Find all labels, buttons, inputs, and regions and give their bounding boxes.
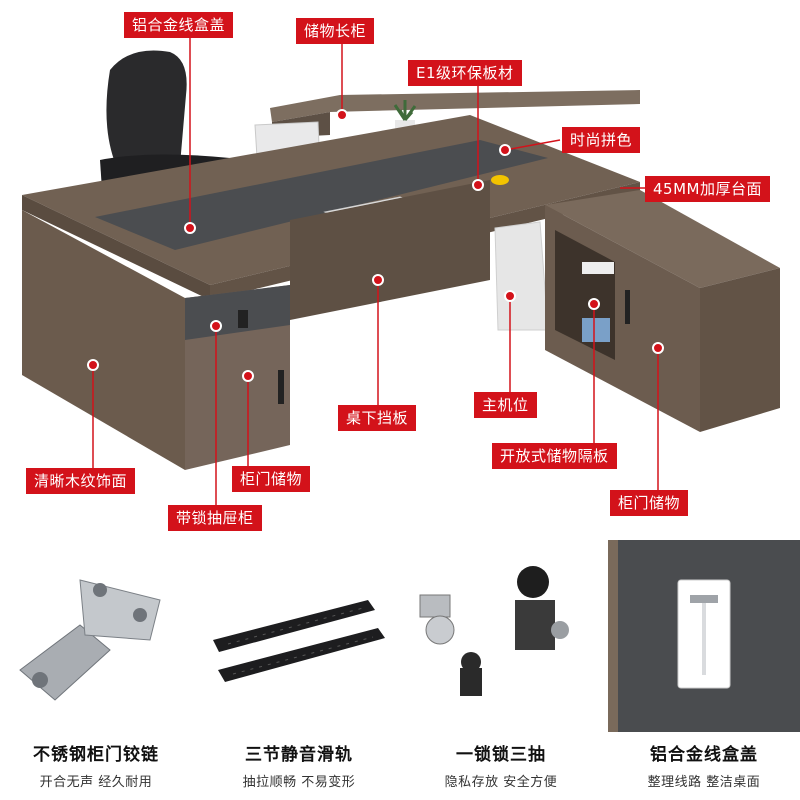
feature-tile-slide-rail: 三节静音滑轨 抽拉顺畅 不易变形 xyxy=(203,540,395,800)
callout-door-storage-left: 柜门储物 xyxy=(232,466,311,492)
callout-lock-drawer: 带锁抽屉柜 xyxy=(168,505,262,531)
feature-caption: 一锁锁三抽 隐私存放 安全方便 xyxy=(405,732,597,800)
callout-lines xyxy=(92,36,659,505)
cable-cover-icon xyxy=(608,540,800,732)
side-cabinet xyxy=(545,190,780,432)
callout-cable-cover: 铝合金线盒盖 xyxy=(124,12,234,38)
feature-title: 铝合金线盒盖 xyxy=(650,745,758,765)
feature-tile-cable-cover: 铝合金线盒盖 整理线路 整洁桌面 xyxy=(608,540,800,800)
slide-rail-icon xyxy=(203,540,395,732)
feature-subtitle: 抽拉顺畅 不易变形 xyxy=(242,775,356,790)
feature-title: 一锁锁三抽 xyxy=(456,745,546,765)
feature-caption: 铝合金线盒盖 整理线路 整洁桌面 xyxy=(608,732,800,800)
feature-tiles: 不锈钢柜门铰链 开合无声 经久耐用 三节静音滑轨 抽拉顺畅 不易变形 xyxy=(0,540,800,800)
feature-title: 三节静音滑轨 xyxy=(245,745,353,765)
callout-wood-finish: 清晰木纹饰面 xyxy=(26,468,136,494)
callout-open-shelf: 开放式储物隔板 xyxy=(492,443,617,469)
feature-subtitle: 开合无声 经久耐用 xyxy=(39,775,153,790)
lock-icon xyxy=(405,540,597,732)
hinge-icon xyxy=(0,540,192,732)
cup xyxy=(491,175,509,185)
feature-caption: 不锈钢柜门铰链 开合无声 经久耐用 xyxy=(0,732,192,800)
feature-caption: 三节静音滑轨 抽拉顺畅 不易变形 xyxy=(203,732,395,800)
feature-title: 不锈钢柜门铰链 xyxy=(33,745,159,765)
under-desk-panel xyxy=(290,180,490,320)
callout-e1-board: E1级环保板材 xyxy=(408,60,522,86)
feature-tile-hinge: 不锈钢柜门铰链 开合无声 经久耐用 xyxy=(0,540,192,800)
pc-tower xyxy=(494,221,549,331)
callout-dots xyxy=(87,109,664,382)
callout-modesty-panel: 桌下挡板 xyxy=(338,405,417,431)
product-scene: 铝合金线盒盖 储物长柜 E1级环保板材 时尚拼色 45MM加厚台面 清晰木纹饰面… xyxy=(22,12,780,531)
feature-subtitle: 整理线路 整洁桌面 xyxy=(647,775,761,790)
feature-tile-lock: 一锁锁三抽 隐私存放 安全方便 xyxy=(405,540,597,800)
callout-thick-top: 45MM加厚台面 xyxy=(645,176,770,202)
callout-color-splice: 时尚拼色 xyxy=(562,127,641,153)
callout-door-storage-right: 柜门储物 xyxy=(610,490,689,516)
feature-subtitle: 隐私存放 安全方便 xyxy=(444,775,558,790)
callout-long-cabinet: 储物长柜 xyxy=(296,18,375,44)
callout-host-position: 主机位 xyxy=(474,392,537,418)
desk-illustration xyxy=(22,36,780,505)
